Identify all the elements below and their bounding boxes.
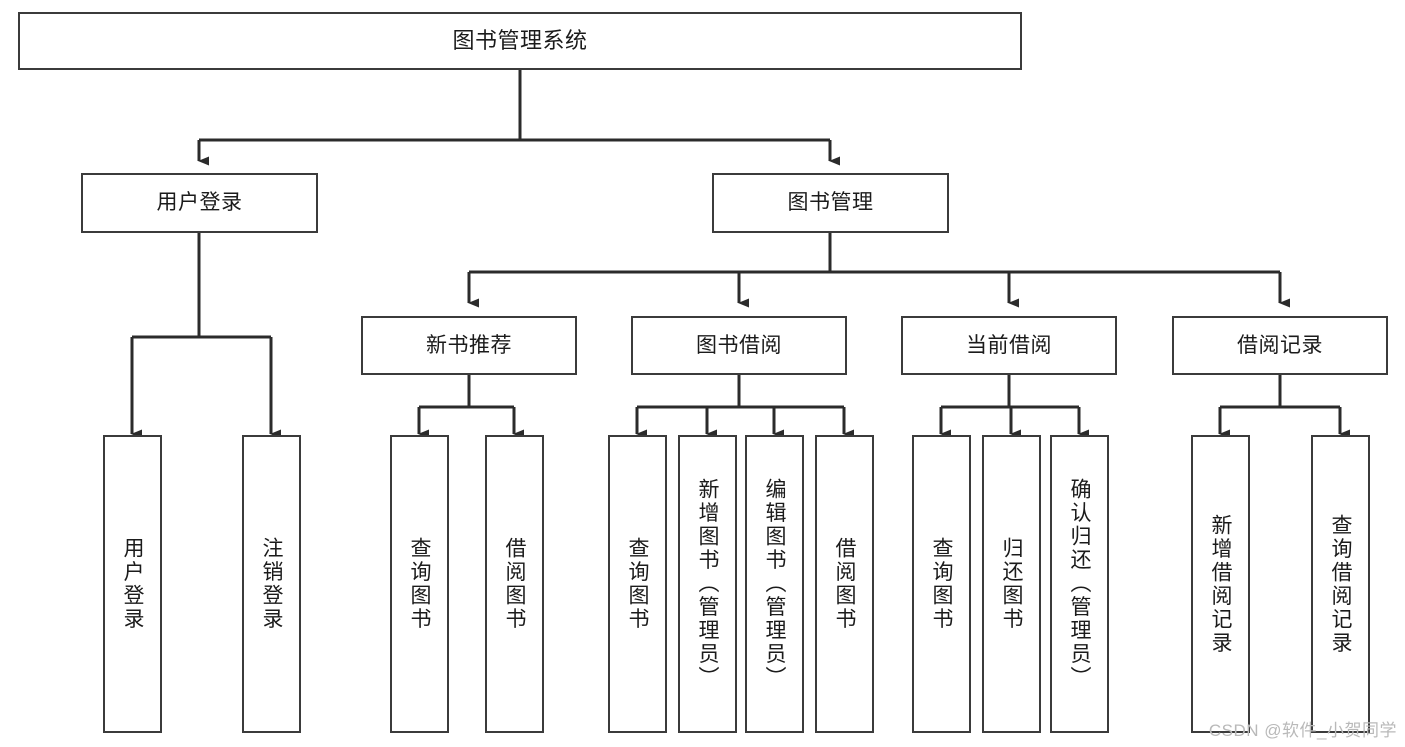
node-leaf-query-book-1-label: 查询图书 [408, 537, 431, 631]
node-book-borrow[interactable]: 图书借阅 [631, 316, 847, 375]
node-new-book-recommend[interactable]: 新书推荐 [361, 316, 577, 375]
node-leaf-user-login[interactable]: 用户登录 [103, 435, 162, 733]
node-borrow-record[interactable]: 借阅记录 [1172, 316, 1388, 375]
node-leaf-borrow-book-2[interactable]: 借阅图书 [815, 435, 874, 733]
node-root-label: 图书管理系统 [452, 27, 588, 53]
node-leaf-query-record[interactable]: 查询借阅记录 [1311, 435, 1370, 733]
node-leaf-borrow-book-2-label: 借阅图书 [833, 537, 856, 631]
node-leaf-borrow-book-1-label: 借阅图书 [503, 537, 526, 631]
node-leaf-query-record-label: 查询借阅记录 [1329, 513, 1352, 655]
node-borrow-record-label: 借阅记录 [1237, 333, 1323, 357]
node-leaf-add-book-label: 新增图书（管理员） [696, 478, 719, 690]
node-leaf-add-record[interactable]: 新增借阅记录 [1191, 435, 1250, 733]
node-leaf-user-login-label: 用户登录 [121, 537, 144, 631]
node-book-borrow-label: 图书借阅 [696, 333, 782, 357]
node-leaf-query-book-2[interactable]: 查询图书 [608, 435, 667, 733]
node-current-borrow-label: 当前借阅 [966, 333, 1052, 357]
node-current-borrow[interactable]: 当前借阅 [901, 316, 1117, 375]
node-leaf-logout[interactable]: 注销登录 [242, 435, 301, 733]
node-leaf-query-book-3[interactable]: 查询图书 [912, 435, 971, 733]
node-leaf-borrow-book-1[interactable]: 借阅图书 [485, 435, 544, 733]
watermark-text: CSDN @软件_小贺同学 [1208, 721, 1397, 740]
node-book-manage[interactable]: 图书管理 [712, 173, 949, 233]
node-leaf-add-record-label: 新增借阅记录 [1209, 513, 1232, 655]
node-user-login[interactable]: 用户登录 [81, 173, 318, 233]
node-leaf-query-book-1[interactable]: 查询图书 [390, 435, 449, 733]
node-new-book-recommend-label: 新书推荐 [426, 333, 512, 357]
node-leaf-edit-book[interactable]: 编辑图书（管理员） [745, 435, 804, 733]
node-user-login-label: 用户登录 [156, 191, 243, 215]
node-leaf-logout-label: 注销登录 [260, 537, 283, 631]
node-leaf-return-book[interactable]: 归还图书 [982, 435, 1041, 733]
node-leaf-query-book-2-label: 查询图书 [626, 537, 649, 631]
node-leaf-query-book-3-label: 查询图书 [930, 537, 953, 631]
node-book-manage-label: 图书管理 [787, 191, 874, 215]
node-leaf-return-book-label: 归还图书 [1000, 537, 1023, 631]
node-leaf-confirm-return[interactable]: 确认归还（管理员） [1050, 435, 1109, 733]
node-leaf-add-book[interactable]: 新增图书（管理员） [678, 435, 737, 733]
node-leaf-edit-book-label: 编辑图书（管理员） [763, 478, 786, 690]
node-leaf-confirm-return-label: 确认归还（管理员） [1068, 478, 1091, 690]
node-root[interactable]: 图书管理系统 [18, 12, 1022, 70]
